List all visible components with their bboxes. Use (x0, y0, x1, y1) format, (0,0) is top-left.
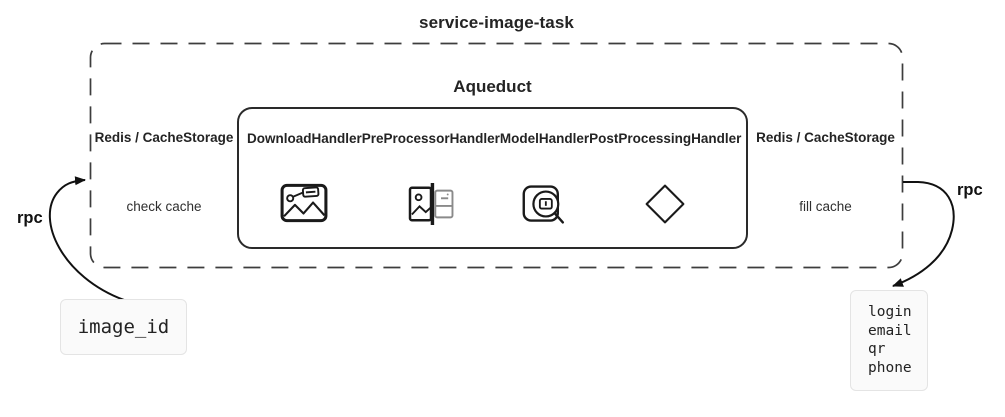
image-tag-icon (280, 183, 328, 223)
cache-right-label: Redis / CacheStorage (756, 130, 895, 145)
cache-left-label: Redis / CacheStorage (94, 130, 234, 145)
handler-label: PreProcessorHandler (361, 131, 500, 146)
image-split-icon (407, 183, 455, 225)
diamond-icon (642, 183, 688, 225)
fill-cache-label: fill cache (799, 199, 852, 214)
handler-preprocessor: PreProcessorHandler (362, 131, 500, 225)
result-line: email (868, 322, 912, 339)
result-line: login (868, 304, 912, 320)
result-line: phone (868, 359, 912, 376)
rpc-label-left: rpc (17, 209, 43, 227)
aqueduct-box: DownloadHandler PreProcessorHandler (237, 107, 748, 249)
handler-label: ModelHandler (499, 131, 590, 146)
rpc-arrow-left (48, 176, 125, 301)
image-id-text: image_id (77, 316, 170, 338)
image-inspect-icon (521, 183, 567, 225)
check-cache-label: check cache (126, 199, 202, 214)
rpc-label-right: rpc (957, 181, 983, 199)
service-title: service-image-task (419, 13, 574, 32)
image-id-box: image_id (60, 299, 187, 355)
handler-model: ModelHandler (500, 131, 589, 225)
result-line: qr (868, 341, 886, 357)
handler-label: PostProcessingHandler (589, 131, 742, 146)
handler-postprocessing: PostProcessingHandler (589, 131, 741, 225)
handler-download: DownloadHandler (247, 131, 362, 223)
aqueduct-title: Aqueduct (453, 77, 532, 96)
rpc-arrow-right (892, 181, 955, 287)
result-types-box: login email qr phone (850, 290, 928, 391)
handler-label: DownloadHandler (247, 131, 362, 146)
